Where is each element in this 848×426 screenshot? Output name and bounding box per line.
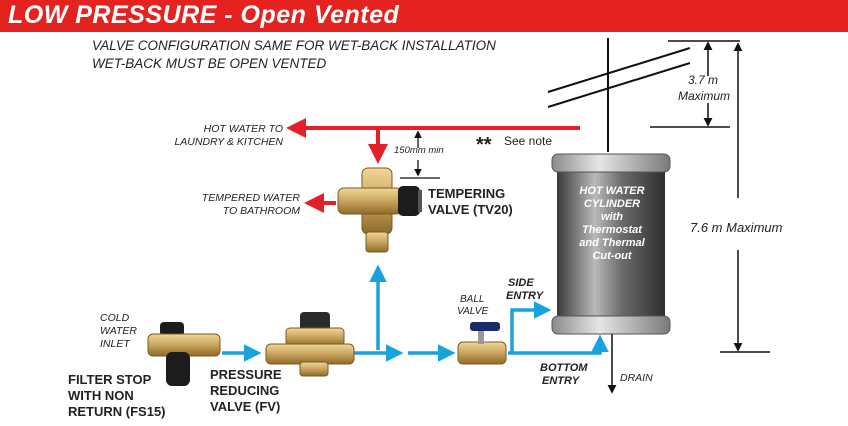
header-bar: LOW PRESSURE - Open Vented (0, 0, 848, 32)
cylinder-label-1: HOT WATER (579, 185, 644, 197)
see-note-label: See note (504, 134, 552, 148)
ball-valve-label-1: BALL (460, 294, 484, 305)
cold-inlet-label-1: COLD (100, 312, 130, 324)
see-note-marks: ** (476, 134, 492, 156)
cylinder-label-4: Thermostat (582, 224, 643, 236)
cylinder-label-3: with (601, 211, 623, 223)
prv-label-1: PRESSURE (210, 367, 282, 382)
bottom-entry-pipe (508, 334, 609, 355)
cylinder-label-2: CYLINDER (584, 198, 640, 210)
roof-line-1 (547, 47, 691, 93)
bottom-entry-label-2: ENTRY (542, 375, 581, 387)
dim-37-value: 3.7 m (688, 73, 718, 87)
ball-valve (457, 322, 507, 365)
filter-stop-label-1: FILTER STOP (68, 372, 152, 387)
side-entry-label-1: SIDE (508, 277, 534, 289)
dim-76-label: 7.6 m Maximum (690, 220, 783, 235)
tempering-label-1: TEMPERING (428, 186, 505, 201)
cylinder-label-5: and Thermal (579, 237, 645, 249)
hot-water-label-1: HOT WATER TO (204, 123, 283, 135)
hot-water-label-2: LAUNDRY & KITCHEN (174, 136, 283, 148)
bottom-entry-label-1: BOTTOM (540, 362, 588, 374)
side-entry-pipe (510, 301, 552, 353)
page-title: LOW PRESSURE - Open Vented (8, 1, 400, 29)
cold-inlet-label-3: INLET (100, 338, 131, 350)
tempering-valve (337, 167, 422, 253)
cold-inlet-label-2: WATER (100, 325, 137, 337)
filter-stop-label-3: RETURN (FS15) (68, 404, 166, 419)
side-entry-label-2: ENTRY (506, 290, 545, 302)
ball-valve-label-2: VALVE (457, 306, 488, 317)
prv-label-3: VALVE (FV) (210, 399, 280, 414)
pressure-reducing-valve (265, 312, 355, 377)
prv-label-2: REDUCING (210, 383, 279, 398)
tempering-label-2: VALVE (TV20) (428, 202, 513, 217)
tempered-label-2: TO BATHROOM (223, 205, 300, 217)
filter-stop-valve (147, 322, 221, 386)
note-line-1: VALVE CONFIGURATION SAME FOR WET-BACK IN… (92, 38, 496, 53)
drain-label: DRAIN (620, 372, 653, 384)
dim-37-unit: Maximum (678, 89, 730, 103)
cylinder-label-6: Cut-out (592, 250, 632, 262)
roof-line-2 (547, 62, 691, 108)
tempered-label-1: TEMPERED WATER (202, 192, 301, 204)
note-line-2: WET-BACK MUST BE OPEN VENTED (92, 56, 327, 71)
min150-label: 150mm min (394, 145, 444, 156)
filter-stop-label-2: WITH NON (68, 388, 134, 403)
hot-water-cylinder (551, 153, 671, 335)
